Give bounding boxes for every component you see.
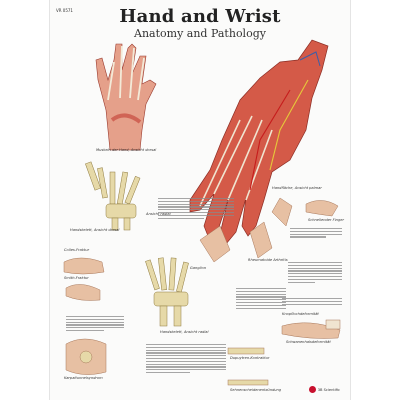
poster-title: Hand and Wrist (119, 6, 281, 27)
text-block-bottom-right (282, 298, 342, 306)
text-block-center-right (236, 288, 286, 310)
label-contracture: Dupuytren-Kontraktur (230, 356, 270, 360)
label-knopf: Knopflochdeformität (282, 312, 319, 316)
dorsal-hand-muscles-illustration (95, 43, 157, 151)
text-block-right-2 (288, 262, 342, 284)
label-trigger: Schnellender Finger (308, 218, 344, 222)
poster-subtitle: Anatomy and Pathology (134, 27, 266, 40)
publisher-logo-icon (308, 386, 316, 393)
text-block-intro (158, 198, 234, 220)
text-block-right-1 (290, 228, 342, 239)
label-swan: Schwanenhalsdeformität (286, 340, 331, 344)
label-carpal-tunnel: Karpaltunnelsyndrom (64, 376, 103, 380)
skeleton-palmar-illustration (145, 257, 189, 327)
label-tendon-sheath: Sehnenscheidenentzündung (230, 388, 282, 392)
skeleton-dorsal-illustration (85, 161, 141, 231)
anatomy-poster: VR 0571 Hand and Wrist Anatomy and Patho… (50, 0, 350, 400)
poster-code: VR 0571 (56, 8, 73, 13)
label-rheumatoid: Rheumatoide Arthritis (248, 258, 288, 262)
pathology-hand-2 (65, 284, 101, 301)
label-dorsal-muscles: Muskeln der Hand, Ansicht dorsal (96, 148, 157, 152)
label-ganglion: Ganglion (190, 266, 207, 270)
text-block-left (66, 316, 124, 333)
pathology-hands-right (199, 197, 339, 263)
pathology-finger-bottom (227, 319, 341, 386)
label-palmar: Handfläche, Ansicht palmar (272, 186, 322, 190)
label-fracture2: Smith-Fraktur (64, 276, 89, 280)
publisher-logo: 3B Scientific (308, 386, 340, 393)
pathology-wrist-cross-section (65, 338, 107, 375)
label-radial: Ansicht radial (146, 212, 171, 216)
label-skeleton-radial: Handskelett, Ansicht radial (160, 330, 209, 334)
publisher-name: 3B Scientific (317, 387, 340, 392)
label-skeleton-dorsal: Handskelett, Ansicht dorsal (70, 228, 120, 232)
pathology-hand-1 (63, 257, 105, 275)
text-block-bottom-center (146, 344, 226, 375)
label-fracture1: Colles-Fraktur (64, 248, 90, 252)
anatomy-illustrations (63, 39, 341, 386)
